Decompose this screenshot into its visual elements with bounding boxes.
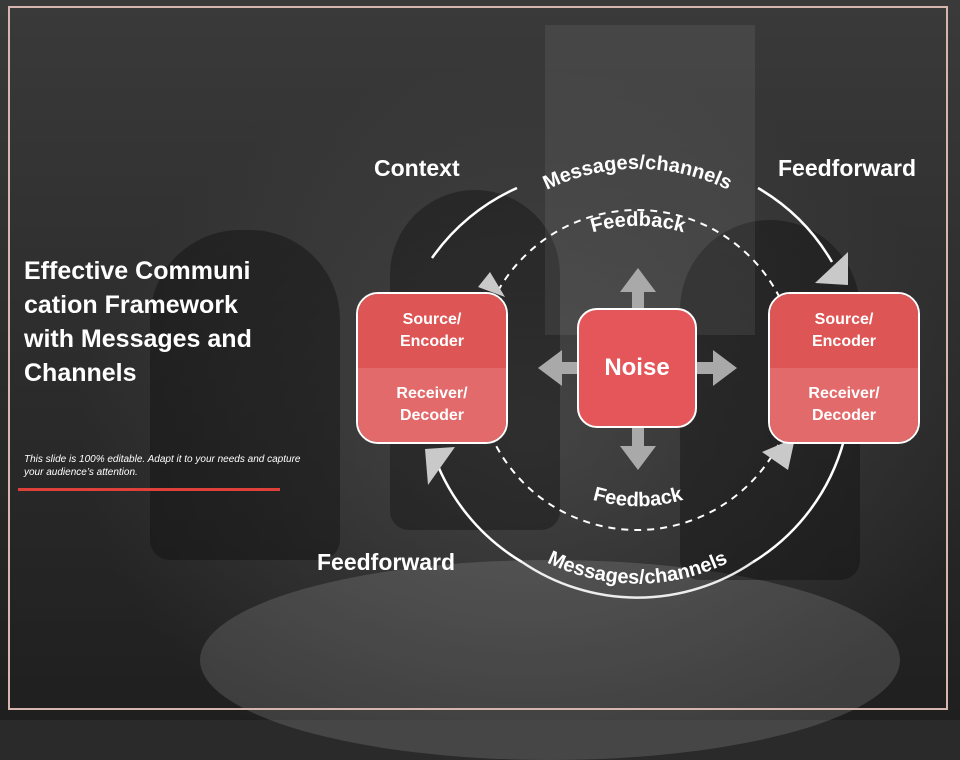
noise-box: Noise <box>577 308 697 428</box>
right-receiver-decoder: Receiver/ Decoder <box>770 368 918 442</box>
outer-cycle-arc-bottom <box>521 560 754 599</box>
messages-channels-bottom-label: Messages/channels <box>545 547 731 589</box>
right-communicator-box: Source/ Encoder Receiver/ Decoder <box>768 292 920 444</box>
feedforward-top-label: Feedforward <box>778 155 917 181</box>
feedback-top-label: Feedback <box>588 209 688 238</box>
outer-cycle-arc-right <box>752 439 846 564</box>
left-receiver-decoder: Receiver/ Decoder <box>358 368 506 442</box>
context-label: Context <box>374 155 460 181</box>
right-source-encoder: Source/ Encoder <box>770 294 918 368</box>
feedback-bottom-label: Feedback <box>591 483 685 511</box>
slide-title: Effective Communication Framework with M… <box>24 257 252 387</box>
messages-channels-top-label: Messages/channels <box>540 152 736 195</box>
arrowhead-left-top <box>478 272 505 297</box>
outer-cycle-arc-upper-left <box>430 186 518 259</box>
noise-arrows <box>538 268 737 470</box>
arrowhead-left-bottom <box>425 447 455 485</box>
slide-subtitle: This slide is 100% editable. Adapt it to… <box>24 454 301 478</box>
outer-cycle-arc-top-right <box>757 186 834 263</box>
arrowhead-right-top <box>815 252 848 285</box>
left-communicator-box: Source/ Encoder Receiver/ Decoder <box>356 292 508 444</box>
feedforward-bottom-label: Feedforward <box>317 549 456 575</box>
arrowhead-right-bottom <box>762 438 795 470</box>
title-accent-bar <box>18 488 280 491</box>
left-source-encoder: Source/ Encoder <box>358 294 506 368</box>
outer-cycle-arc-left <box>430 449 523 564</box>
